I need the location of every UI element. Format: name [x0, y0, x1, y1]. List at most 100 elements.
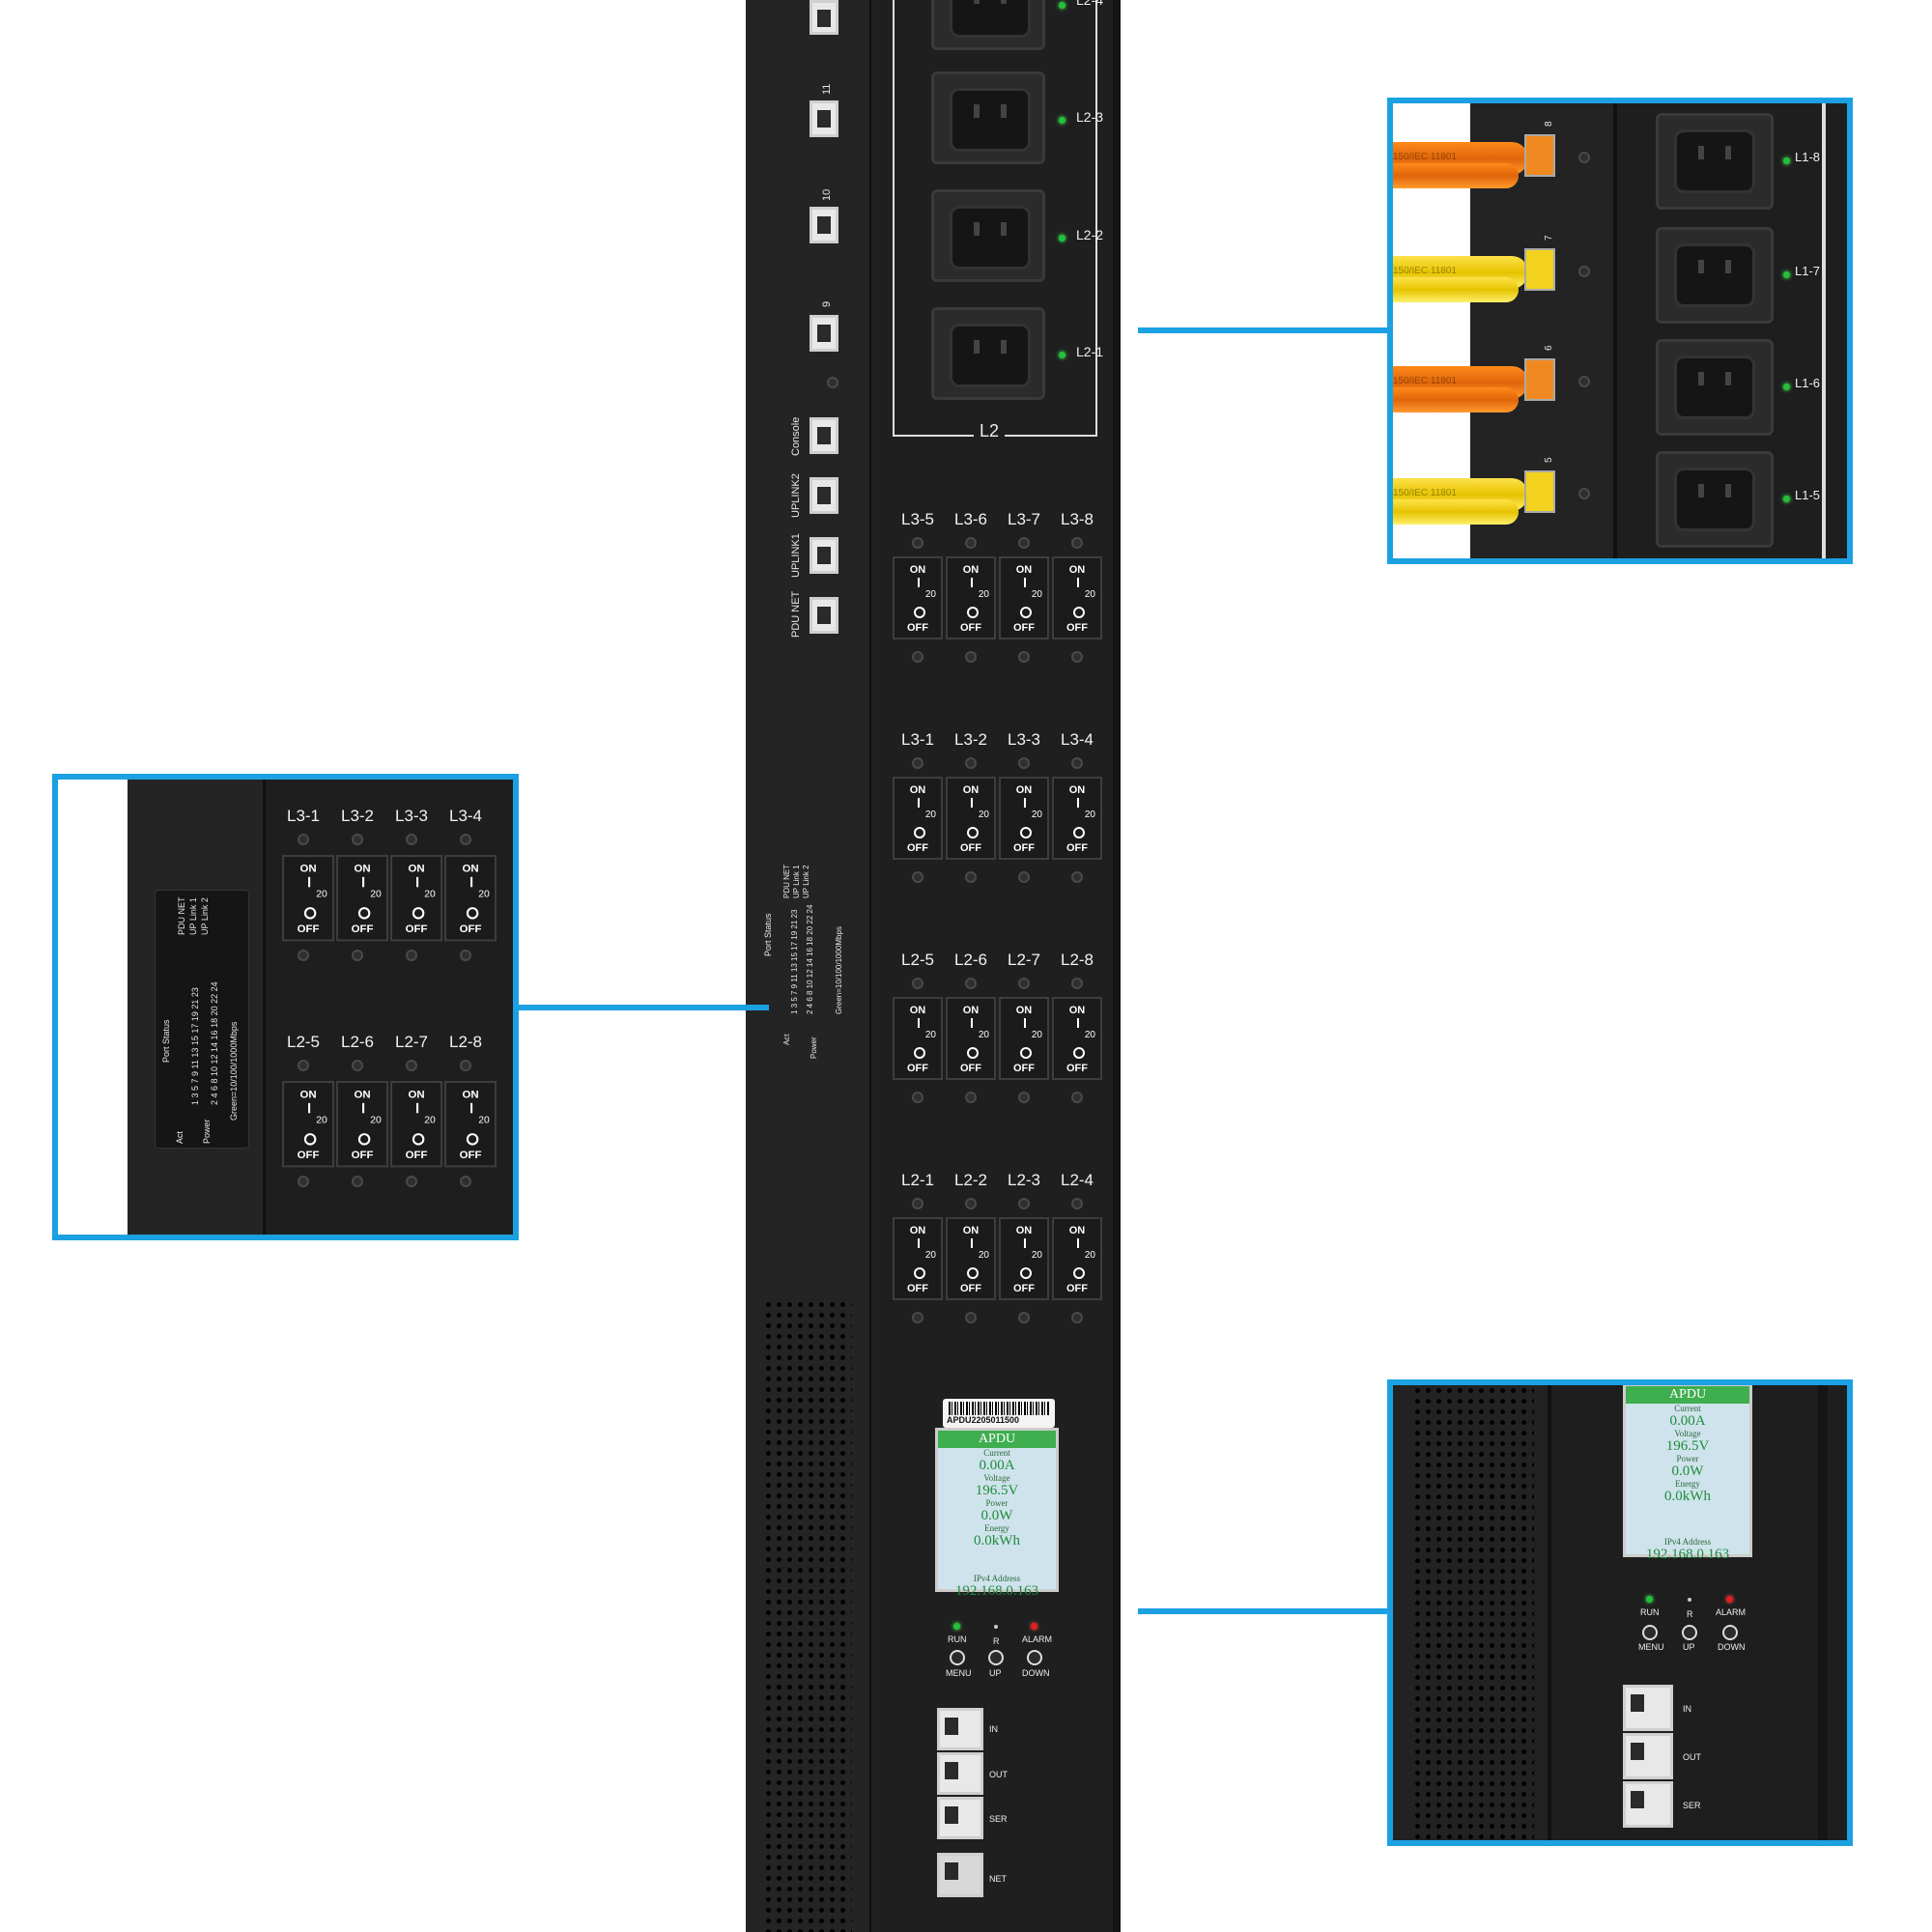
breaker-toggle [1077, 1238, 1079, 1248]
out-port[interactable] [937, 1752, 983, 1795]
breaker-on-label: ON [962, 1225, 980, 1236]
breaker-label: L2-4 [1060, 1171, 1094, 1189]
outlet-label: L2-4 [1076, 0, 1104, 8]
breaker-label: L3-8 [1060, 510, 1094, 528]
net-port[interactable] [937, 1853, 983, 1897]
rj45-port-12[interactable] [810, 0, 838, 35]
breaker-toggle [918, 1018, 920, 1028]
breaker-screw [1018, 1312, 1030, 1323]
console-port[interactable] [810, 417, 838, 454]
callout-outlet[interactable] [1656, 113, 1774, 210]
breaker-indicator [412, 1133, 425, 1146]
callout-menu-button[interactable] [1642, 1625, 1658, 1640]
callout-outlet[interactable] [1656, 451, 1774, 548]
breaker-screw [406, 1060, 417, 1071]
outlet-L2-1[interactable] [931, 307, 1045, 400]
breaker-indicator [914, 1047, 925, 1059]
up-button[interactable] [988, 1650, 1004, 1665]
outlet-L2-3[interactable] [931, 71, 1045, 164]
callout-port-number: 7 [1544, 235, 1554, 241]
in-port[interactable] [937, 1708, 983, 1750]
lcd-header: APDU [938, 1431, 1056, 1448]
breaker-screw [1018, 1198, 1030, 1209]
breaker-rating: 20 [1084, 589, 1095, 600]
callout-breaker-label: L2-8 [448, 1033, 483, 1051]
breaker-on-label: ON [408, 863, 425, 875]
zoom-legend: Green=10/100/1000Mbps [229, 1021, 239, 1121]
rj45-port-11[interactable] [810, 100, 838, 137]
breaker-rating: 20 [1084, 1030, 1095, 1040]
callout-lcd-voltage: 196.5V [1665, 1438, 1710, 1454]
callout-divider [1548, 1385, 1551, 1840]
callout-outlet[interactable] [1656, 227, 1774, 324]
ethernet-cable [1393, 387, 1519, 412]
console-label: Console [790, 416, 802, 456]
breaker-indicator [1073, 827, 1085, 838]
breaker-rating: 20 [924, 810, 936, 820]
outlet-L2-2[interactable] [931, 189, 1045, 282]
callout-ser-port[interactable] [1623, 1781, 1673, 1828]
breaker-rating: 20 [978, 1030, 989, 1040]
breaker-toggle [918, 798, 920, 808]
rj45-port-10[interactable] [810, 207, 838, 243]
down-button[interactable] [1027, 1650, 1042, 1665]
callout-run-led [1646, 1596, 1653, 1603]
breaker-screw [965, 978, 977, 989]
callout-outlet[interactable] [1656, 339, 1774, 436]
callout-reset-hole[interactable] [1688, 1598, 1691, 1602]
breaker-screw [965, 1092, 977, 1103]
breaker-screw [912, 1198, 923, 1209]
reset-pinhole[interactable] [827, 377, 838, 388]
callout-up-button[interactable] [1682, 1625, 1697, 1640]
port-number-label: 11 [821, 83, 833, 95]
breaker-toggle [918, 1238, 920, 1248]
zoom-power: Power [202, 1119, 212, 1144]
uplink1-label: UPLINK1 [790, 533, 802, 578]
breaker-rating: 20 [370, 1115, 382, 1126]
callout-out-port[interactable] [1623, 1733, 1673, 1779]
breaker-on-label: ON [1015, 564, 1033, 576]
uplink2-port[interactable] [810, 477, 838, 514]
cable-print: 150/IEC 11801 [1393, 376, 1457, 386]
breaker-rating: 20 [924, 1030, 936, 1040]
callout-port-number: 5 [1544, 457, 1554, 463]
uplink1-port[interactable] [810, 537, 838, 574]
breaker-label: L3-5 [900, 510, 935, 528]
rj45-port-9[interactable] [810, 315, 838, 352]
callout-down-button[interactable] [1722, 1625, 1738, 1640]
breaker-toggle [416, 876, 419, 888]
breaker-on-label: ON [962, 784, 980, 796]
callout-in-port[interactable] [1623, 1685, 1673, 1731]
menu-button[interactable] [950, 1650, 965, 1665]
reset-hole[interactable] [994, 1625, 998, 1629]
ser-port[interactable] [937, 1797, 983, 1839]
breaker-off-label: OFF [297, 923, 320, 936]
pdu-net-port[interactable] [810, 597, 838, 634]
zoom-port-status-title: Port Status [161, 1019, 171, 1063]
outlet-L2-4[interactable] [931, 0, 1045, 50]
